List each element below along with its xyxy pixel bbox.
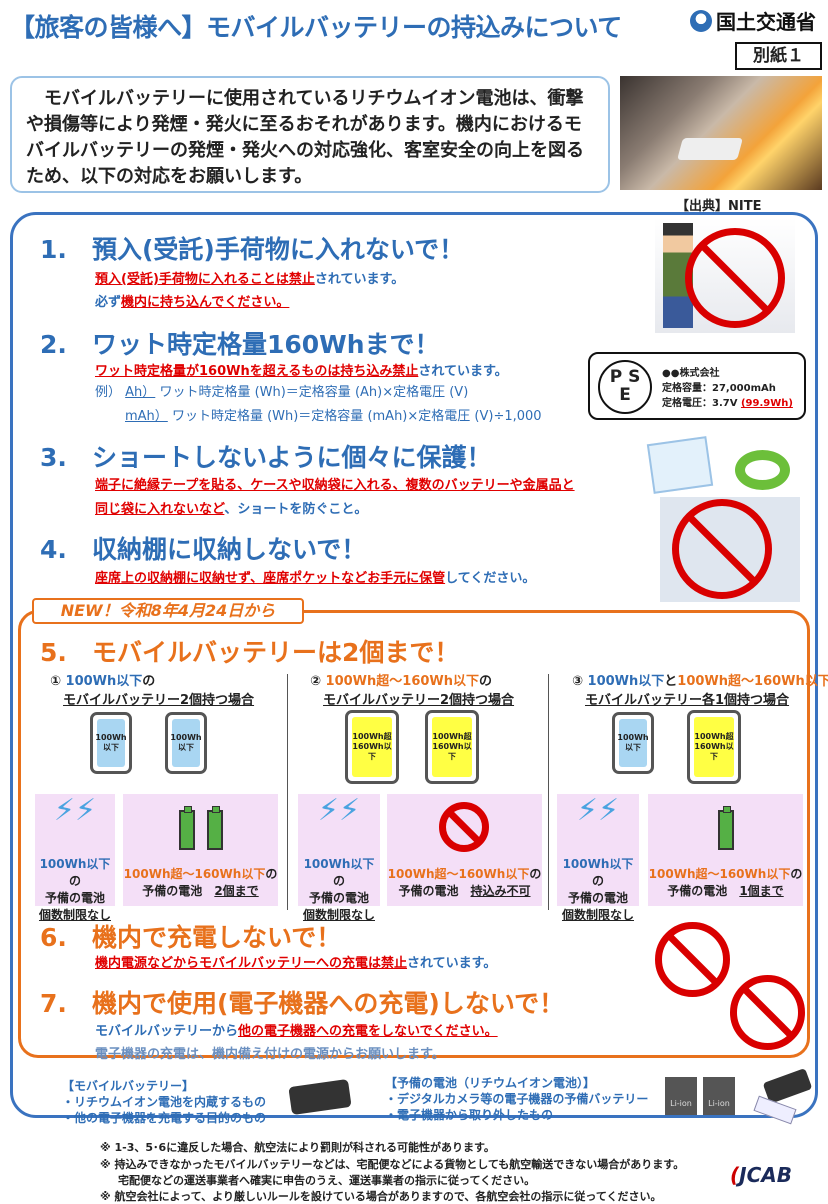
green-battery-icon xyxy=(648,806,803,855)
intro-text: モバイルバッテリーに使用されているリチウムイオン電池は、衝撃や損傷等により発煙・… xyxy=(10,76,610,193)
new-rule-date-tag: NEW！令和8年4月24日から xyxy=(32,598,304,624)
ministry-logo: 国土交通省 xyxy=(690,6,816,35)
no-device-charging-icon xyxy=(730,975,805,1050)
item-7-heading: 7.機内で使用(電子機器への充電)しないで！ xyxy=(40,989,565,1018)
item-7-note: 電子機器の充電は、機内備え付けの電源からお願いします。 xyxy=(95,1047,445,1062)
green-battery-icon xyxy=(123,806,278,855)
case-3: ③ 100Wh以下と100Wh超～160Wh以下のモバイルバッテリー各1個持つ場… xyxy=(552,672,828,922)
spare-right-panel: 100Wh超～160Wh以下の予備の電池 持込み不可 xyxy=(387,794,542,906)
spare-left-panel: ⚡⚡100Wh以下の予備の電池個数制限なし xyxy=(557,793,639,922)
item-2-line-1: ワット時定格量が160Whを超えるものは持ち込み禁止されています。 xyxy=(95,364,508,379)
mobile-battery-definition: 【モバイルバッテリー】・リチウムイオン電池を内蔵するもの・他の電子機器を充電する… xyxy=(62,1079,267,1125)
prohibited-icon xyxy=(685,228,785,328)
item-2-heading: 2.ワット時定格量160Whまで！ xyxy=(40,330,440,359)
annex-label: 別紙１ xyxy=(735,42,822,70)
item-5-heading: 5.モバイルバッテリーは2個まで！ xyxy=(40,638,460,667)
footnote-1: ※ 1-3、5･6に違反した場合、航空法により罰則が科される可能性があります。 xyxy=(100,1141,495,1154)
spare-left-panel: ⚡⚡100Wh以下の予備の電池個数制限なし xyxy=(298,793,380,922)
pse-company: ●●株式会社 xyxy=(662,368,720,379)
column-divider xyxy=(287,674,288,910)
item-4-line-1: 座席上の収納棚に収納せず、座席ポケットなどお手元に保管してください。 xyxy=(95,571,536,586)
checked-baggage-illustration xyxy=(655,218,795,333)
no-charging-icon xyxy=(655,922,730,997)
spare-cells-icon: ⚡⚡ xyxy=(576,793,620,828)
footnote-2-cont: 宅配便などの運送事業者へ確実に申告のうえ、運送事業者の指示に従ってください。 xyxy=(118,1174,536,1187)
item-3-heading: 3.ショートしないように個々に保護！ xyxy=(40,443,492,472)
fire-photo xyxy=(620,76,822,190)
ministry-name: 国土交通省 xyxy=(716,10,816,34)
overhead-bin-illustration xyxy=(660,497,800,602)
case-1: ① 100Wh以下のモバイルバッテリー2個持つ場合 100Wh以下 100Wh以… xyxy=(30,672,280,922)
ministry-emblem-icon xyxy=(690,9,712,32)
item-4-heading: 4.収納棚に収納しないで！ xyxy=(40,535,367,564)
battery-100wh-icon: 100Wh以下 xyxy=(95,719,127,767)
spare-cells-icon: ⚡⚡ xyxy=(53,793,97,828)
item-6-line-1: 機内電源などからモバイルバッテリーへの充電は禁止されています。 xyxy=(95,956,497,971)
footnote-3: ※ 航空会社によって、より厳しいルールを設けている場合がありますので、各航空会社… xyxy=(100,1190,662,1203)
footnote-2: ※ 持込みできなかったモバイルバッテリーなどは、宅配便などによる貨物としても航空… xyxy=(100,1158,685,1171)
new-rules-box xyxy=(18,610,810,1058)
item-3-line-1: 端子に絶縁テープを貼る、ケースや収納袋に入れる、複数のバッテリーや金属品と xyxy=(95,478,575,493)
item-7-line-1: モバイルバッテリーから他の電子機器への充電をしないでください。 xyxy=(95,1024,498,1039)
item-1-line-2: 必ず機内に持ち込んでください。 xyxy=(95,295,290,310)
spare-battery-image: Li-ion xyxy=(665,1077,697,1115)
main-rules-box xyxy=(10,212,818,1118)
pse-capacity: 定格容量：27,000mAh xyxy=(662,383,776,394)
insulation-tape-icon xyxy=(735,450,790,490)
pse-voltage: 定格電圧：3.7V (99.9Wh) xyxy=(662,398,793,409)
spare-cells-icon: ⚡⚡ xyxy=(317,793,361,828)
page-title: 【旅客の皆様へ】モバイルバッテリーの持込みについて xyxy=(10,13,622,42)
item-2-example-2: mAh） ワット時定格量 (Wh)＝定格容量 (mAh)×定格電圧 (V)÷1,… xyxy=(125,409,542,424)
item-6-heading: 6.機内で充電しないで！ xyxy=(40,923,342,952)
battery-100wh-icon: 100Wh以下 xyxy=(617,719,649,767)
battery-160wh-icon: 100Wh超160Wh以下 xyxy=(432,717,472,777)
spare-battery-definition: 【予備の電池（リチウムイオン電池）】・デジタルカメラ等の電子機器の予備バッテリー… xyxy=(385,1076,649,1122)
item-3-line-2: 同じ袋に入れないなど、ショートを防ぐこと。 xyxy=(95,502,368,517)
spare-left-panel: ⚡⚡100Wh以下の予備の電池個数制限なし xyxy=(35,793,115,922)
item-2-example-1: 例） Ah） ワット時定格量 (Wh)＝定格容量 (Ah)×定格電圧 (V) xyxy=(95,385,469,400)
photo-source: 【出典】NITE xyxy=(676,199,762,214)
item-1-heading: 1.預入(受託)手荷物に入れないで！ xyxy=(40,235,465,264)
battery-160wh-icon: 100Wh超160Wh以下 xyxy=(694,717,734,777)
column-divider xyxy=(548,674,549,910)
prohibited-icon xyxy=(672,499,772,599)
spare-battery-image: Li-ion xyxy=(703,1077,735,1115)
battery-100wh-icon: 100Wh以下 xyxy=(170,719,202,767)
spare-right-panel: 100Wh超～160Wh以下の予備の電池 2個まで xyxy=(123,794,278,906)
jcab-logo: (JCAB xyxy=(730,1163,792,1187)
battery-160wh-icon: 100Wh超160Wh以下 xyxy=(352,717,392,777)
prohibited-icon xyxy=(439,802,489,852)
item-1-line-1: 預入(受託)手荷物に入れることは禁止されています。 xyxy=(95,272,405,287)
case-2: ② 100Wh超～160Wh以下のモバイルバッテリー2個持つ場合 100Wh超1… xyxy=(290,672,542,922)
storage-bag-icon xyxy=(646,436,714,494)
spare-right-panel: 100Wh超～160Wh以下の予備の電池 1個まで xyxy=(648,794,803,906)
